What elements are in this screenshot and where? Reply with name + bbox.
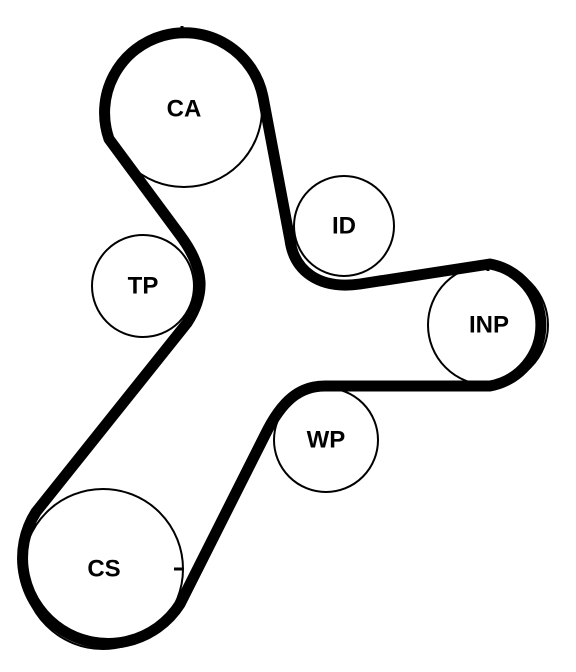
tensioner-label: TP — [128, 273, 159, 300]
idler-pulley — [293, 175, 395, 277]
water-pump-label: WP — [307, 427, 346, 454]
tensioner-pulley — [91, 234, 195, 338]
camshaft-label: CA — [167, 96, 202, 123]
timing-belt — [17, 27, 547, 649]
crankshaft-label: CS — [87, 556, 120, 583]
injection-pump-label: INP — [469, 312, 509, 339]
idler-label: ID — [332, 213, 356, 240]
